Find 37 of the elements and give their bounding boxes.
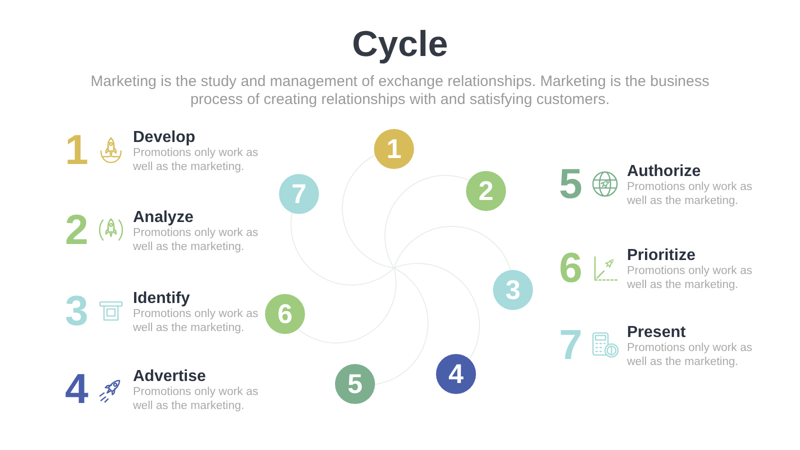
step-number: 7 xyxy=(559,324,582,366)
number-circle xyxy=(493,270,533,310)
subtitle: Marketing is the study and management of exchange relationships. Marketing is the business process of creating relationships with and satisfying customers. xyxy=(90,73,710,109)
number-circle xyxy=(279,174,319,214)
step-number: 5 xyxy=(347,369,363,399)
step-title: Prioritize xyxy=(627,247,696,265)
number-circle xyxy=(374,129,414,169)
step-number: 6 xyxy=(559,247,582,289)
step-title: Present xyxy=(627,324,686,342)
step-number: 3 xyxy=(505,275,521,305)
step-description: Promotions only work as well as the marketing. xyxy=(133,385,260,413)
step-title: Develop xyxy=(133,129,196,147)
step-description: Promotions only work as well as the marketing. xyxy=(133,146,260,174)
title: Cycle xyxy=(352,22,448,66)
step-title: Authorize xyxy=(627,163,701,181)
step-description: Promotions only work as well as the marketing. xyxy=(133,307,260,335)
step-number: 5 xyxy=(559,163,582,205)
step-number: 4 xyxy=(448,359,464,389)
step-number: 3 xyxy=(65,290,88,332)
step-title: Advertise xyxy=(133,368,206,386)
step-description: Promotions only work as well as the marketing. xyxy=(627,264,754,292)
step-number: 2 xyxy=(65,209,88,251)
step-description: Promotions only work as well as the marketing. xyxy=(627,180,754,208)
step-number: 2 xyxy=(478,176,494,206)
step-title: Analyze xyxy=(133,209,194,227)
step-number: 4 xyxy=(65,368,88,410)
number-circle xyxy=(265,294,305,334)
step-number: 1 xyxy=(65,129,88,171)
step-title: Identify xyxy=(133,290,190,308)
number-circle xyxy=(466,171,506,211)
step-description: Promotions only work as well as the marketing. xyxy=(133,226,260,254)
step-number: 7 xyxy=(291,179,307,209)
step-description: Promotions only work as well as the marketing. xyxy=(627,341,754,369)
number-circle xyxy=(335,364,375,404)
step-number: 6 xyxy=(277,299,293,329)
step-number: 1 xyxy=(386,134,402,164)
number-circle xyxy=(436,354,476,394)
